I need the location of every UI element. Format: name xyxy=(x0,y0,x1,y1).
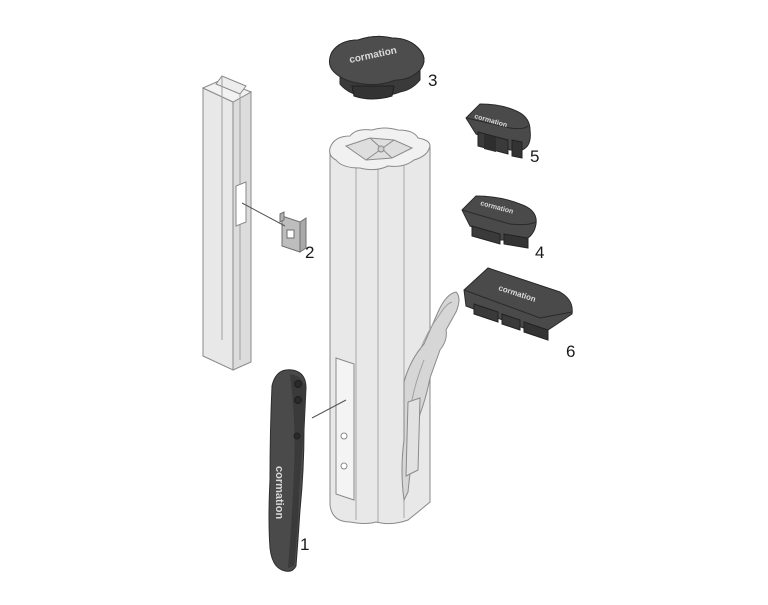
top-cap-part: cormation xyxy=(328,35,425,100)
callout-4: 4 xyxy=(535,243,544,262)
u-channel-post xyxy=(201,75,253,371)
handle-brand-text: cormation xyxy=(273,466,285,519)
callout-2: 2 xyxy=(305,243,314,262)
end-cap-medium-part: cormation xyxy=(465,103,531,159)
callout-5: 5 xyxy=(530,147,539,166)
post-slot xyxy=(235,181,247,227)
callout-6: 6 xyxy=(566,342,575,361)
callout-3: 3 xyxy=(428,71,437,90)
end-cap-large-part: cormation xyxy=(463,267,573,341)
leader-line-2 xyxy=(241,202,286,227)
end-cap-small-part: cormation xyxy=(461,195,537,249)
mounted-handle-outline xyxy=(401,291,460,502)
handle-part: cormation xyxy=(268,369,307,572)
leader-line-1 xyxy=(311,399,347,419)
bracket-part xyxy=(279,211,307,253)
callout-1: 1 xyxy=(300,535,309,554)
